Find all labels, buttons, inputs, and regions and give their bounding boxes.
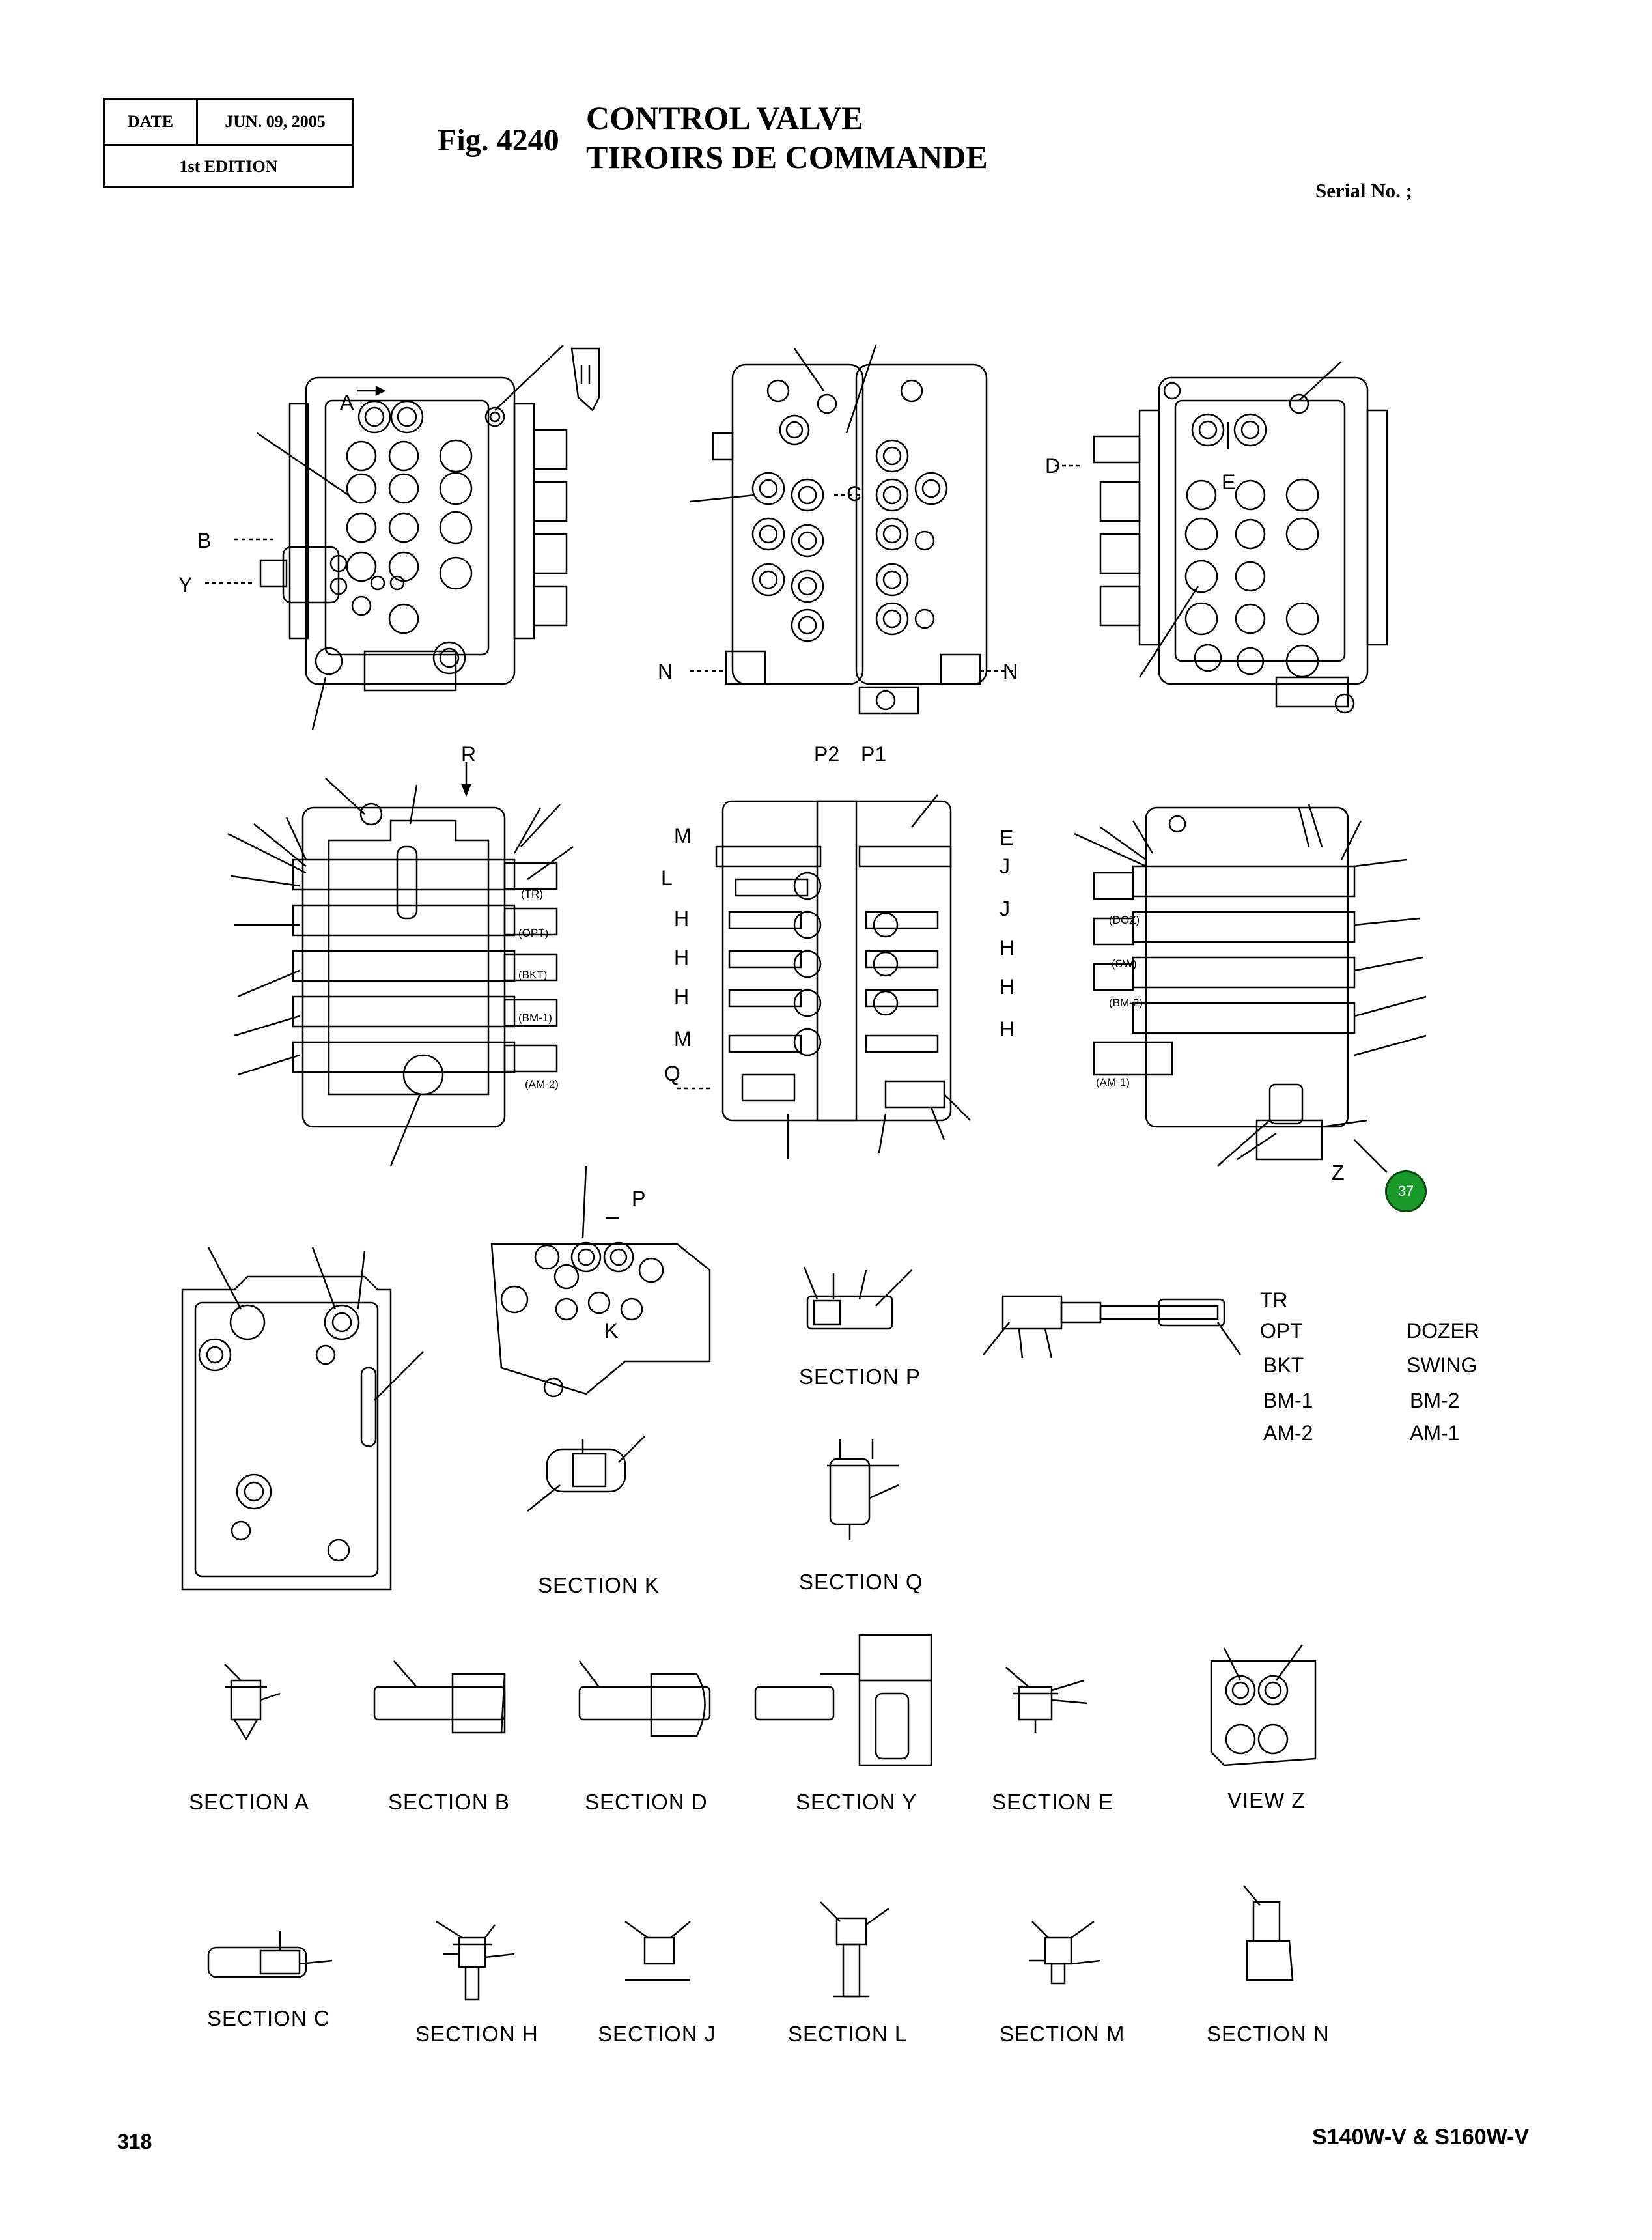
valve-side-view [181,1247,424,1591]
spool-tag-am1: (AM-1) [1096,1076,1130,1088]
view-arrow-h4: H [1000,936,1015,959]
caption-section-e: SECTION E [992,1790,1113,1814]
section-e-drawing [1005,1667,1088,1733]
view-arrow-n-right: N [1003,660,1018,683]
section-h-drawing [436,1920,515,2001]
view-arrow-e-top: E [1222,470,1236,494]
section-k-drawing [527,1436,645,1512]
spool-tag-am2: (AM-2) [525,1078,559,1090]
spool-tag-bkt: (BKT) [518,969,548,981]
valve-section-right [1074,804,1427,1173]
legend-left-2: BKT [1263,1354,1304,1377]
caption-section-p: SECTION P [799,1365,921,1389]
view-arrow-m-top: M [674,824,692,847]
page-subtitle: TIROIRS DE COMMANDE [586,139,988,175]
section-m-drawing [1029,1920,1101,1985]
view-arrow-h6: H [1000,1017,1015,1041]
section-l-drawing [820,1901,889,1998]
item-number-badge: 37 [1385,1170,1427,1212]
page-number: 318 [117,2130,152,2153]
figure-number: Fig. 4240 [438,123,559,158]
spool-tag-opt: (OPT) [518,927,549,939]
view-arrow-h3: H [674,985,690,1008]
spool-tag-doz: (DOZ) [1109,914,1140,926]
legend-left-1: OPT [1260,1319,1303,1342]
valve-section-left [227,762,574,1167]
view-arrow-j2: J [1000,897,1010,920]
valve-block-view-p-k [490,1165,711,1398]
spool-tag-bm1: (BM-1) [518,1012,552,1024]
spool-tag-tr: (TR) [521,888,543,900]
view-arrow-z: Z [1332,1161,1345,1184]
view-arrow-l: L [661,866,673,890]
caption-section-n: SECTION N [1207,2022,1330,2046]
caption-section-k: SECTION K [538,1573,660,1597]
view-arrow-j1: J [1000,855,1010,878]
caption-section-h: SECTION H [415,2022,539,2046]
section-c-drawing [207,1931,333,1978]
section-d-drawing [578,1660,711,1737]
serial-number: Serial No. ; [1315,179,1412,202]
section-j-drawing [624,1920,691,1981]
legend-right-2: BM-2 [1410,1389,1460,1412]
view-arrow-p: P [632,1187,646,1210]
view-arrow-y: Y [178,573,193,597]
caption-section-c: SECTION C [207,2006,330,2030]
view-arrow-e-right: E [1000,826,1014,849]
view-arrow-m-bottom: M [674,1027,692,1051]
date-edition-box: DATE JUN. 09, 2005 1st EDITION [103,98,354,188]
caption-section-b: SECTION B [388,1790,510,1814]
view-arrow-h2: H [674,946,690,969]
section-tr-spool-drawing [983,1295,1242,1359]
section-b-drawing [373,1660,506,1734]
caption-section-q: SECTION Q [799,1570,923,1594]
section-a-drawing [224,1664,281,1741]
legend-left-0: TR [1260,1288,1288,1312]
view-arrow-k: K [604,1319,619,1342]
valve-top-view-left [205,345,600,730]
view-arrow-h5: H [1000,975,1015,999]
view-arrow-h1: H [674,907,690,930]
edition-label: 1st EDITION [179,157,278,176]
legend-right-0: DOZER [1407,1319,1479,1342]
legend-right-3: AM-1 [1410,1421,1460,1445]
page-title: CONTROL VALVE [586,100,863,136]
view-arrow-a: A [340,391,354,414]
section-y-drawing [754,1634,932,1766]
port-p1: P1 [861,743,887,766]
date-value: JUN. 09, 2005 [225,112,326,131]
caption-section-a: SECTION A [189,1790,310,1814]
caption-section-j: SECTION J [598,2022,716,2046]
view-arrow-r: R [461,743,477,766]
legend-left-3: BM-1 [1263,1389,1313,1412]
date-label: DATE [105,100,198,144]
valve-front-view-center [690,345,1013,715]
view-arrow-n-left: N [658,660,673,683]
caption-section-y: SECTION Y [796,1790,917,1814]
caption-view-z: VIEW Z [1227,1788,1306,1812]
valve-back-view-right [1055,361,1388,714]
view-arrow-c: C [847,482,862,505]
section-n-drawing [1243,1885,1294,1981]
legend-left-4: AM-2 [1263,1421,1313,1445]
port-p2: P2 [814,743,840,766]
caption-section-d: SECTION D [585,1790,708,1814]
caption-section-m: SECTION M [1000,2022,1125,2046]
spool-tag-sw: (SW) [1112,957,1137,970]
caption-section-l: SECTION L [788,2022,908,2046]
view-arrow-d: D [1045,454,1061,477]
valve-section-center [677,794,971,1159]
legend-right-1: SWING [1407,1354,1477,1377]
model-name: S140W-V & S160W-V [1312,2125,1530,2149]
section-p-drawing [803,1266,912,1330]
view-arrow-b: B [197,529,212,552]
section-q-drawing [827,1439,899,1540]
view-arrow-q: Q [664,1062,680,1085]
view-z-drawing [1210,1644,1317,1766]
spool-tag-bm2: (BM-2) [1109,997,1143,1009]
